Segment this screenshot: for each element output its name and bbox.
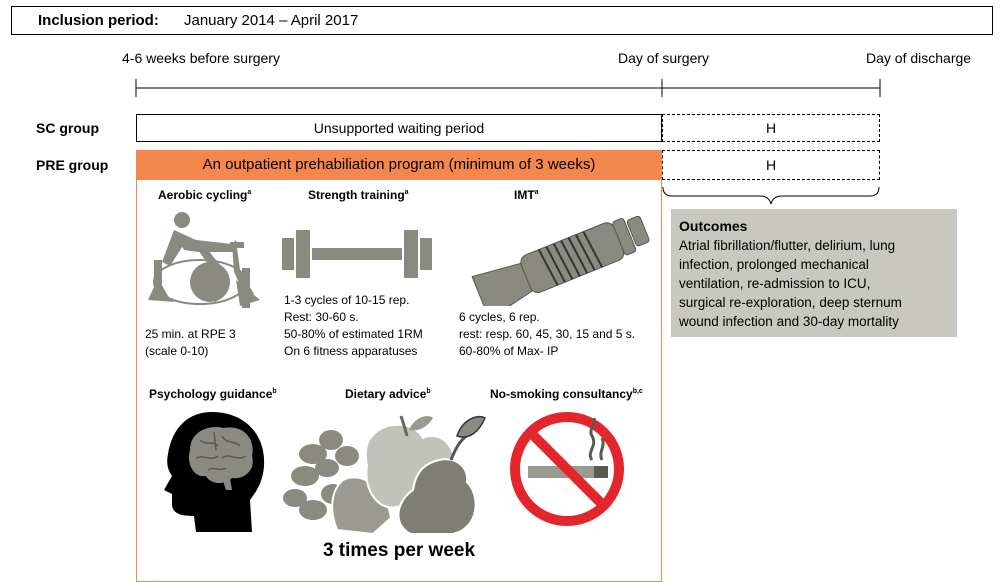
inclusion-period-box: Inclusion period: January 2014 – April 2… bbox=[11, 6, 993, 35]
imt-details: 6 cycles, 6 rep. rest: resp. 60, 45, 30,… bbox=[459, 309, 635, 360]
breathing-trainer-icon bbox=[471, 215, 650, 306]
sc-group-label: SC group bbox=[36, 120, 99, 136]
aerobic-line: 25 min. at RPE 3 bbox=[145, 327, 236, 341]
pre-group-label: PRE group bbox=[36, 157, 109, 173]
no-smoking-icon bbox=[510, 412, 624, 526]
outcome-line: surgical re-exploration, deep sternum bbox=[679, 295, 902, 310]
pre-program-header: An outpatient prehabiliation program (mi… bbox=[136, 150, 662, 180]
imt-line: rest: resp. 60, 45, 30, 15 and 5 s. bbox=[459, 327, 636, 341]
outcome-line: infection, prolonged mechanical bbox=[679, 257, 869, 272]
inclusion-label: Inclusion period: bbox=[38, 12, 159, 29]
timeline-start-label: 4-6 weeks before surgery bbox=[122, 50, 280, 66]
aerobic-line: (scale 0-10) bbox=[145, 344, 209, 358]
strength-line: On 6 fitness apparatuses bbox=[284, 344, 418, 358]
imt-line: 60-80% of Max- IP bbox=[459, 344, 559, 358]
timeline-surgery-label: Day of surgery bbox=[618, 50, 710, 66]
strength-title: Strength traininga bbox=[308, 188, 409, 202]
exercise-bike-icon bbox=[148, 212, 260, 308]
strength-line: Rest: 30-60 s. bbox=[284, 310, 359, 324]
head-brain-icon bbox=[164, 412, 265, 532]
psychology-title: Psychology guidanceb bbox=[149, 387, 277, 401]
outcome-line: ventilation, re-admission to ICU, bbox=[679, 276, 871, 291]
outcomes-title: Outcomes bbox=[679, 218, 748, 234]
imt-line: 6 cycles, 6 rep. bbox=[459, 310, 540, 324]
dumbbell-icon bbox=[282, 230, 432, 278]
aerobic-title: Aerobic cyclinga bbox=[158, 188, 252, 202]
smoking-title: No-smoking consultancyb,c bbox=[490, 387, 643, 401]
outcomes-list: Atrial fibrillation/flutter, delirium, l… bbox=[679, 236, 957, 331]
sc-waiting-box: Unsupported waiting period bbox=[136, 114, 662, 142]
inclusion-value: January 2014 – April 2017 bbox=[184, 12, 359, 29]
imt-title: IMTa bbox=[514, 188, 539, 202]
timeline-axis bbox=[135, 79, 881, 205]
strength-details: 1-3 cycles of 10-15 rep. Rest: 30-60 s. … bbox=[284, 292, 423, 360]
pre-hospital-box: H bbox=[662, 150, 880, 180]
strength-line: 50-80% of estimated 1RM bbox=[284, 327, 423, 341]
strength-line: 1-3 cycles of 10-15 rep. bbox=[284, 293, 410, 307]
sc-hospital-box: H bbox=[662, 114, 880, 142]
timeline-discharge-label: Day of discharge bbox=[866, 50, 972, 66]
outcome-line: Atrial fibrillation/flutter, delirium, l… bbox=[679, 238, 896, 253]
dietary-title: Dietary adviceb bbox=[345, 387, 431, 401]
aerobic-details: 25 min. at RPE 3 (scale 0-10) bbox=[145, 326, 236, 360]
frequency-label: 3 times per week bbox=[322, 540, 476, 561]
fruit-vegetables-icon bbox=[283, 415, 486, 535]
outcome-line: wound infection and 30-day mortality bbox=[679, 314, 899, 329]
outcomes-box: Outcomes Atrial fibrillation/flutter, de… bbox=[671, 209, 957, 337]
